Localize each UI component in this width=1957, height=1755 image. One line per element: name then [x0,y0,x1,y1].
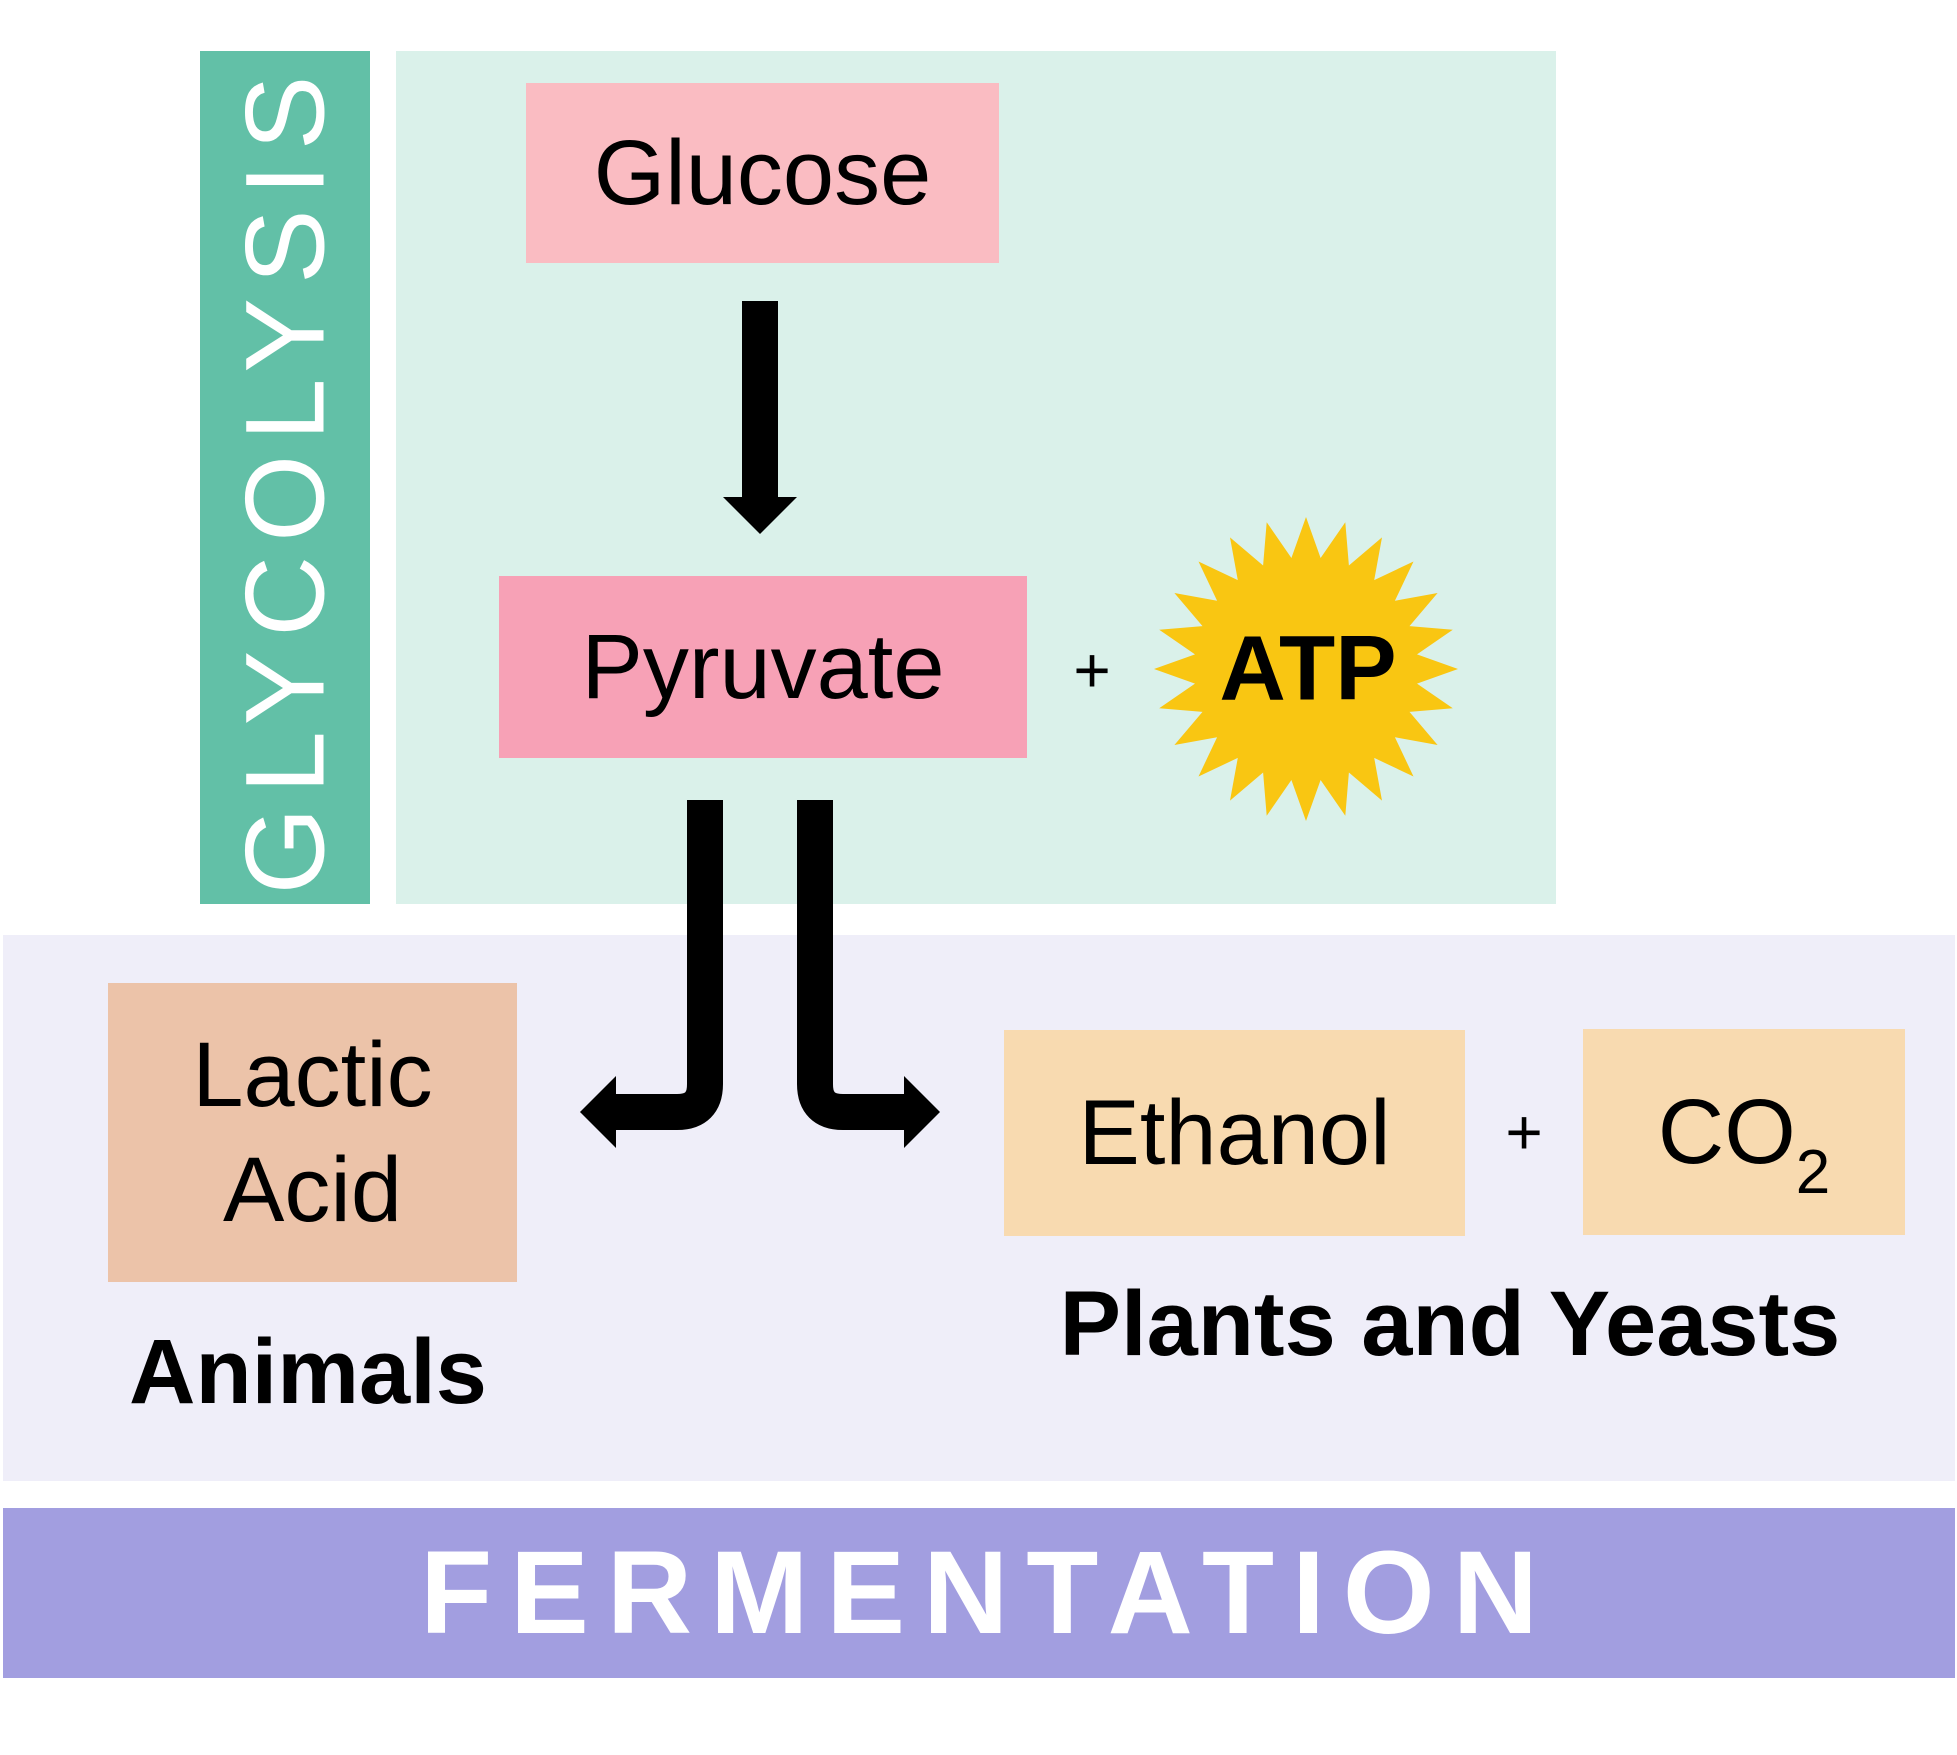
pyruvate-box: Pyruvate [499,576,1027,758]
atp-label: ATP [1219,617,1397,720]
glycolysis-bar: GLYCOLYSIS [200,51,370,904]
plus-sign-co2: + [1505,1096,1543,1168]
co2-formula: CO [1657,1080,1796,1183]
glucose-label: Glucose [593,121,932,224]
animals-caption: Animals [129,1321,487,1423]
lactic-acid-box: Lactic Acid [108,983,517,1282]
plus-sign-atp: + [1073,634,1111,706]
co2-subscript: 2 [1795,1137,1831,1207]
ethanol-branch-arrow [797,800,910,1130]
atp-burst-icon [1154,517,1458,821]
lactic-label-line2: Acid [223,1138,402,1241]
co2-box: CO2 [1583,1029,1905,1235]
pyruvate-label: Pyruvate [581,615,945,718]
lactic-branch-arrow [610,800,723,1130]
lactic-label-line1: Lactic [192,1023,433,1126]
ethanol-box: Ethanol [1004,1030,1465,1236]
plants-yeasts-caption: Plants and Yeasts [1059,1273,1841,1375]
ethanol-arrowhead [904,1076,940,1148]
fermentation-label: FERMENTATION [420,1527,1556,1659]
fermentation-bar: FERMENTATION [3,1508,1955,1678]
co2-label: CO2 [1657,1075,1830,1207]
down-arrow [723,301,797,534]
ethanol-label: Ethanol [1078,1081,1391,1184]
lactic-arrowhead-wide [580,1076,616,1148]
glucose-box: Glucose [526,83,999,263]
